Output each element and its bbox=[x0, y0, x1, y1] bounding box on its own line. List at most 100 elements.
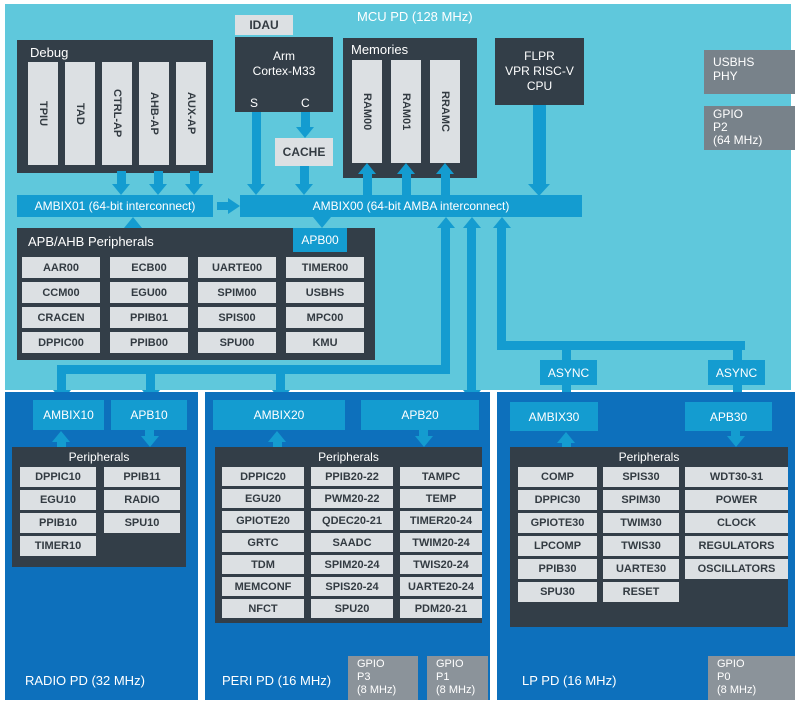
mcu-pd-title: MCU PD (128 MHz) bbox=[357, 9, 473, 24]
peripheral-cell: UARTE30 bbox=[603, 559, 679, 579]
cortex-s-port: S bbox=[250, 96, 259, 110]
arrow-head bbox=[296, 127, 314, 138]
peripheral-cell: DPPIC20 bbox=[222, 467, 304, 486]
usbhs-phy-line1: USBHS bbox=[713, 55, 755, 69]
arrow-shaft bbox=[731, 431, 740, 437]
gpio-p2-line2: P2 bbox=[713, 120, 728, 134]
peripheral-cell: SPU30 bbox=[518, 582, 597, 602]
arrow-head bbox=[528, 184, 550, 196]
ambix20-bar: AMBIX20 bbox=[213, 400, 345, 430]
radio-pd-label: RADIO PD (32 MHz) bbox=[25, 673, 145, 688]
peripheral-cell: SPIS30 bbox=[603, 467, 679, 487]
peripheral-cell: SPIM30 bbox=[603, 490, 679, 510]
arrow-shaft bbox=[57, 365, 66, 391]
arrow-head bbox=[185, 184, 203, 195]
arrow-shaft bbox=[467, 227, 476, 391]
arrow-head bbox=[141, 436, 159, 447]
arrow-head bbox=[437, 217, 455, 228]
peripheral-cell: AAR00 bbox=[22, 257, 100, 278]
arrow-shaft bbox=[57, 441, 66, 447]
memory-cell: RRAMC bbox=[430, 60, 460, 163]
peripheral-cell: MEMCONF bbox=[222, 577, 304, 596]
peripheral-cell: SPIS20-24 bbox=[311, 577, 393, 596]
cortex-line1: Arm bbox=[273, 49, 295, 63]
gpio-p1-box: GPIO P1 (8 MHz) bbox=[427, 656, 488, 700]
peripheral-cell: PPIB01 bbox=[110, 307, 188, 328]
peripheral-cell: OSCILLATORS bbox=[685, 559, 788, 579]
peripheral-cell: MPC00 bbox=[286, 307, 364, 328]
cache-box: CACHE bbox=[275, 138, 333, 166]
peripheral-cell: GRTC bbox=[222, 533, 304, 552]
peripheral-cell: TWIS20-24 bbox=[400, 555, 482, 574]
arrow-shaft bbox=[252, 112, 261, 186]
debug-cell: TPIU bbox=[28, 62, 58, 165]
peripheral-cell: SPIS00 bbox=[198, 307, 276, 328]
flpr-line2: VPR RISC-V bbox=[505, 64, 574, 78]
peripheral-cell: UARTE00 bbox=[198, 257, 276, 278]
peripheral-cell: USBHS bbox=[286, 282, 364, 303]
debug-cell: CTRL-AP bbox=[102, 62, 132, 165]
debug-cell: AHB-AP bbox=[139, 62, 169, 165]
peripheral-cell: PPIB30 bbox=[518, 559, 597, 579]
flpr-line3: CPU bbox=[526, 79, 553, 93]
peripheral-cell: NFCT bbox=[222, 599, 304, 618]
arrow-shaft bbox=[300, 166, 309, 186]
usbhs-phy-box: USBHS PHY bbox=[704, 50, 795, 94]
peripheral-cell: CLOCK bbox=[685, 513, 788, 533]
peripheral-cell: DPPIC30 bbox=[518, 490, 597, 510]
debug-label: Debug bbox=[30, 45, 69, 60]
apb20-bar: APB20 bbox=[361, 400, 479, 430]
debug-cell: AUX-AP bbox=[176, 62, 206, 165]
peripheral-cell: PPIB20-22 bbox=[311, 467, 393, 486]
peripheral-cell: QDEC20-21 bbox=[311, 511, 393, 530]
flpr-line1: FLPR bbox=[524, 49, 555, 63]
peripheral-cell: KMU bbox=[286, 332, 364, 353]
peripheral-cell: TWIM30 bbox=[603, 513, 679, 533]
arrow-shaft bbox=[301, 112, 310, 129]
arrow-head bbox=[463, 217, 481, 228]
arrow-shaft bbox=[146, 374, 155, 391]
gpio-p3-line1: GPIO bbox=[357, 658, 385, 670]
peripheral-cell: PDM20-21 bbox=[400, 599, 482, 618]
arrow-shaft bbox=[562, 442, 571, 447]
peripheral-cell: SPIM00 bbox=[198, 282, 276, 303]
debug-cell: TAD bbox=[65, 62, 95, 165]
arrow-head bbox=[228, 198, 240, 214]
flpr-block: FLPR VPR RISC-V CPU bbox=[495, 38, 584, 105]
peripheral-cell: SPIM20-24 bbox=[311, 555, 393, 574]
peripheral-cell: EGU10 bbox=[20, 490, 96, 510]
peripheral-cell: TIMER10 bbox=[20, 536, 96, 556]
arrow-head bbox=[397, 163, 415, 174]
usbhs-phy-line2: PHY bbox=[713, 69, 738, 83]
gpio-p3-line3: (8 MHz) bbox=[357, 684, 397, 696]
peripheral-cell: ECB00 bbox=[110, 257, 188, 278]
arrow-shaft bbox=[117, 171, 126, 186]
arrow-shaft bbox=[276, 374, 285, 391]
arrow-shaft bbox=[419, 430, 428, 437]
gpio-p0-box: GPIO P0 (8 MHz) bbox=[708, 656, 795, 700]
peripheral-cell: PWM20-22 bbox=[311, 489, 393, 508]
arrow-shaft bbox=[402, 173, 411, 195]
peripheral-cell: TWIS30 bbox=[603, 536, 679, 556]
ambix30-bar: AMBIX30 bbox=[510, 402, 598, 431]
peripheral-cell: REGULATORS bbox=[685, 536, 788, 556]
gpio-p0-line1: GPIO bbox=[717, 658, 745, 670]
lp-pd-label: LP PD (16 MHz) bbox=[522, 673, 617, 688]
gpio-p3-box: GPIO P3 (8 MHz) bbox=[348, 656, 418, 700]
cortex-c-port: C bbox=[301, 96, 310, 110]
peripheral-cell: PPIB10 bbox=[20, 513, 96, 533]
arrow-head bbox=[727, 436, 745, 447]
cortex-line2: Cortex-M33 bbox=[252, 64, 316, 78]
memory-cell: RAM00 bbox=[352, 60, 382, 163]
apb-ahb-label: APB/AHB Peripherals bbox=[28, 234, 154, 249]
gpio-p1-line2: P1 bbox=[436, 671, 450, 683]
arrow-shaft bbox=[497, 227, 506, 341]
arrow-head bbox=[247, 184, 265, 195]
memories-label: Memories bbox=[351, 42, 409, 57]
peripheral-cell: EGU20 bbox=[222, 489, 304, 508]
arrow-shaft bbox=[441, 227, 450, 374]
